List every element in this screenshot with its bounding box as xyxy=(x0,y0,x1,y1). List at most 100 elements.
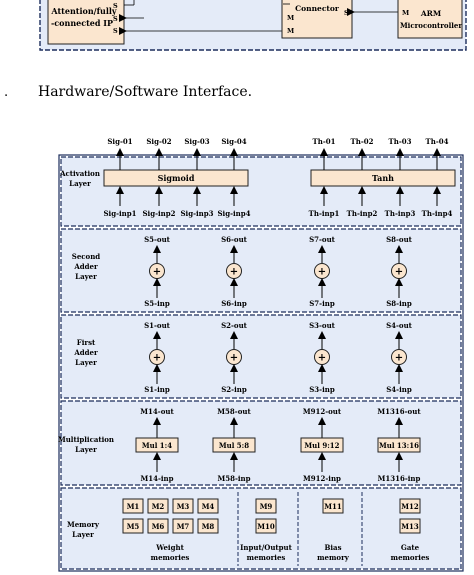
adder-output-label: S2-out xyxy=(221,321,248,330)
plus-icon: + xyxy=(395,267,403,278)
sigmoid-label: Sigmoid xyxy=(158,173,195,183)
first-adder-label-3: Layer xyxy=(75,358,97,367)
second-adder-label-1: Second xyxy=(72,252,101,261)
mul-input-label: M1316-inp xyxy=(378,474,421,483)
adder-input-label: S4-inp xyxy=(386,385,412,394)
memory-box xyxy=(255,518,277,534)
arm-port-m: M xyxy=(402,9,409,17)
attention-ip-box xyxy=(47,0,125,45)
weight-memories-label-1: Weight xyxy=(155,543,184,552)
ip-label-1: Attention/fully xyxy=(50,6,117,16)
mul-input-label: M58-inp xyxy=(217,474,250,483)
adder-output-label: S1-out xyxy=(144,321,171,330)
sig-output-label: Sig-01 xyxy=(107,137,132,146)
first-adder-label-1: First xyxy=(77,338,96,347)
ip-label-2: -connected IP xyxy=(51,18,113,28)
memory-label-2: Layer xyxy=(72,530,94,539)
mul-unit-label: Mul 1:4 xyxy=(142,441,172,450)
memory-box-label: M3 xyxy=(177,502,190,511)
adder-input-label: S7-inp xyxy=(309,299,335,308)
th-input-label: Th-inp2 xyxy=(347,209,378,218)
sig-input-label: Sig-inp3 xyxy=(180,209,213,218)
adder-output-label: S5-out xyxy=(144,235,171,244)
memory-box-label: M7 xyxy=(177,522,190,531)
th-input-label: Th-inp3 xyxy=(385,209,416,218)
th-input-label: Th-inp1 xyxy=(309,209,340,218)
sig-output-label: Sig-03 xyxy=(184,137,209,146)
memory-box xyxy=(122,518,144,534)
multiplication-label-2: Layer xyxy=(75,445,97,454)
memory-box-label: M10 xyxy=(257,522,275,531)
memory-box xyxy=(172,498,194,514)
sig-output-label: Sig-04 xyxy=(221,137,246,146)
io-memories-label-1: Input/Output xyxy=(240,543,293,552)
memory-box xyxy=(399,518,421,534)
memory-box-label: M9 xyxy=(260,502,273,511)
caption-text: Hardware/Software Interface. xyxy=(38,84,252,100)
plus-icon: + xyxy=(153,267,161,278)
connector-port-m2: M xyxy=(287,27,294,35)
adder-output-label: S3-out xyxy=(309,321,336,330)
tanh-box xyxy=(310,169,456,187)
activation-panel xyxy=(60,156,462,227)
adder-input-label: S3-inp xyxy=(309,385,335,394)
adder-input-label: S8-inp xyxy=(386,299,412,308)
plus-icon: + xyxy=(230,353,238,364)
sig-input-label: Sig-inp2 xyxy=(142,209,175,218)
mul-output-label: M1316-out xyxy=(377,407,421,416)
th-input-label: Th-inp4 xyxy=(422,209,453,218)
mul-output-label: M58-out xyxy=(217,407,251,416)
mul-unit-label: Mul 9:12 xyxy=(304,441,339,450)
plus-icon: + xyxy=(230,267,238,278)
memory-box xyxy=(122,498,144,514)
connector-port-s: S xyxy=(344,9,349,17)
mul-input-label: M912-inp xyxy=(303,474,341,483)
io-memories-label-2: memories xyxy=(247,553,286,562)
memory-box-label: M2 xyxy=(152,502,165,511)
mul-output-label: M912-out xyxy=(303,407,342,416)
sig-output-label: Sig-02 xyxy=(146,137,171,146)
adder-output-label: S6-out xyxy=(221,235,248,244)
arm-label-2: Microcontroller xyxy=(400,21,462,30)
activation-label-1: Activation xyxy=(59,169,100,178)
caption-prefix: . xyxy=(4,85,8,100)
memory-box xyxy=(322,498,344,514)
memory-box xyxy=(147,518,169,534)
adder-input-label: S5-inp xyxy=(144,299,170,308)
adder-output-label: S8-out xyxy=(386,235,413,244)
multiplication-label-1: Multiplication xyxy=(58,435,114,444)
sigmoid-box xyxy=(103,169,249,187)
memory-box-label: M8 xyxy=(202,522,215,531)
second-adder-label-3: Layer xyxy=(75,272,97,281)
memory-box-label: M13 xyxy=(401,522,419,531)
sig-input-label: Sig-inp4 xyxy=(217,209,250,218)
weight-memories-label-2: memories xyxy=(151,553,190,562)
connector-label: Connector xyxy=(295,4,340,13)
memory-box-label: M6 xyxy=(152,522,165,531)
th-output-label: Th-04 xyxy=(426,137,449,146)
tanh-label: Tanh xyxy=(372,173,394,183)
arm-label-1: ARM xyxy=(420,9,441,18)
mul-unit-label: Mul 13:16 xyxy=(379,441,419,450)
architecture-frame xyxy=(58,154,464,572)
memory-box xyxy=(255,498,277,514)
memory-label-1: Memory xyxy=(67,520,100,529)
adder-output-label: S7-out xyxy=(309,235,336,244)
activation-label-2: Layer xyxy=(69,179,91,188)
first-adder-label-2: Adder xyxy=(73,348,98,357)
plus-icon: + xyxy=(153,353,161,364)
memory-box xyxy=(399,498,421,514)
adder-output-label: S4-out xyxy=(386,321,413,330)
ip-port-s2: S xyxy=(113,15,118,23)
mul-output-label: M14-out xyxy=(140,407,174,416)
th-output-label: Th-01 xyxy=(313,137,336,146)
memory-box xyxy=(197,498,219,514)
memory-box-label: M1 xyxy=(127,502,140,511)
gate-memories-label-2: memories xyxy=(391,553,430,562)
th-output-label: Th-03 xyxy=(389,137,412,146)
memory-box xyxy=(172,518,194,534)
sig-input-label: Sig-inp1 xyxy=(103,209,136,218)
second-adder-label-2: Adder xyxy=(73,262,98,271)
